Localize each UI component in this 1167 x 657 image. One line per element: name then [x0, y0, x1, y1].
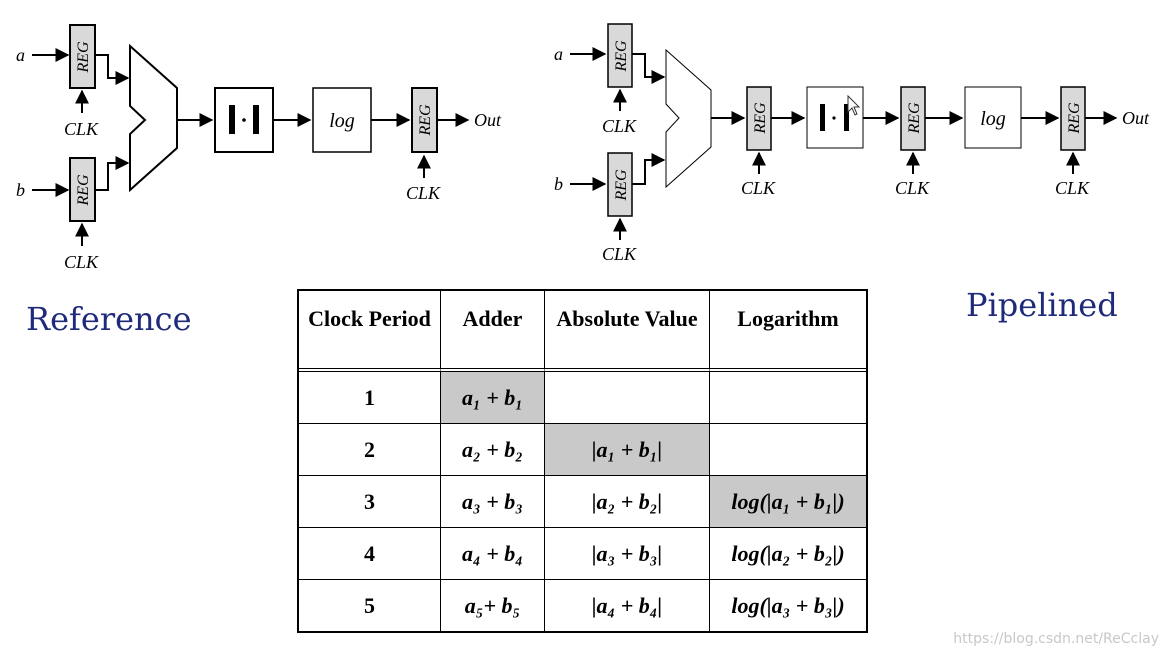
- pipe-abs-block: [806, 86, 864, 149]
- watermark: https://blog.csdn.net/ReCclay: [953, 631, 1159, 647]
- ref-output-label: Out: [474, 110, 502, 130]
- cell-log: log(|a₃ + b₃|): [731, 592, 845, 618]
- cell-adder: a₅+ b₅: [441, 580, 545, 631]
- pipelined-diagram: a REG CLK b REG CLK REG CLK: [554, 23, 1150, 264]
- header-logarithm: Logarithm: [710, 291, 866, 372]
- header-absolute-value: Absolute Value: [545, 291, 710, 372]
- ref-reg-b-label: REG: [75, 174, 92, 207]
- table-row: 2 a₂ + b₂ |a₁ + b₁|: [299, 424, 866, 476]
- cell-log: [710, 372, 866, 424]
- pipe-input-b-label: b: [554, 174, 563, 194]
- table-row: 5 a₅+ b₅ |a₄ + b₄| log(|a₃ + b₃|): [299, 580, 866, 631]
- table-row: 3 a₃ + b₃ |a₂ + b₂| log(|a₁ + b₁|): [299, 476, 866, 528]
- pipeline-diagrams: a REG CLK b REG CLK: [16, 23, 1150, 272]
- reference-title: Reference: [26, 300, 192, 338]
- ref-clk-b: CLK: [64, 252, 99, 272]
- ref-reg-b: REG: [69, 157, 96, 222]
- cell-period: 5: [299, 580, 441, 631]
- cell-abs: |a₁ + b₁|: [545, 424, 710, 476]
- ref-log-label: log: [329, 110, 355, 132]
- ref-input-b-label: b: [16, 180, 25, 200]
- cell-adder: a₂ + b₂: [441, 424, 545, 476]
- cell-abs: [545, 372, 710, 424]
- pipe-output-label: Out: [1122, 108, 1150, 128]
- cell-period: 2: [299, 424, 441, 476]
- ref-abs-block: [214, 87, 274, 153]
- pipelined-title: Pipelined: [966, 286, 1118, 324]
- table-row: 1 a₁ + b₁: [299, 372, 866, 424]
- pipe-reg-b-label: REG: [613, 169, 630, 202]
- cell-adder: a₁ + b₁: [441, 372, 545, 424]
- pipe-log-block: log: [964, 86, 1022, 149]
- ref-clk-a: CLK: [64, 119, 99, 139]
- ref-adder: [129, 43, 178, 193]
- cell-log: [710, 424, 866, 476]
- pipe-clk-1: CLK: [741, 178, 776, 198]
- cell-abs: |a₄ + b₄|: [545, 580, 710, 631]
- header-adder: Adder: [441, 291, 545, 372]
- pipe-log-label: log: [980, 108, 1006, 130]
- pipe-reg-a: REG: [607, 23, 633, 88]
- cell-adder: a₃ + b₃: [441, 476, 545, 528]
- pipe-clk-a: CLK: [602, 116, 637, 136]
- pipe-reg-1-label: REG: [752, 102, 769, 135]
- pipe-clk-b: CLK: [602, 244, 637, 264]
- pipe-input-a-label: a: [554, 44, 563, 64]
- cell-abs: |a₃ + b₃|: [545, 528, 710, 580]
- cell-period: 4: [299, 528, 441, 580]
- pipe-reg-1: REG: [746, 86, 772, 151]
- mouse-cursor-icon: [847, 94, 861, 116]
- ref-reg-out-label: REG: [417, 104, 434, 137]
- pipe-reg-2-label: REG: [906, 102, 923, 135]
- cell-abs: |a₂ + b₂|: [545, 476, 710, 528]
- cell-period: 1: [299, 372, 441, 424]
- pipe-reg-3: REG: [1060, 86, 1086, 151]
- cell-adder: a₄ + b₄: [441, 528, 545, 580]
- table-row: 4 a₄ + b₄ |a₃ + b₃| log(|a₂ + b₂|): [299, 528, 866, 580]
- ref-input-a-label: a: [16, 45, 25, 65]
- cell-period: 3: [299, 476, 441, 528]
- reference-diagram: a REG CLK b REG CLK: [16, 24, 502, 272]
- header-clock-period: Clock Period: [299, 291, 441, 372]
- ref-log-block: log: [312, 87, 372, 153]
- pipe-clk-3: CLK: [1055, 178, 1090, 198]
- ref-reg-a-label: REG: [75, 41, 92, 74]
- cell-log: log(|a₂ + b₂|): [710, 528, 866, 580]
- pipe-reg-3-label: REG: [1066, 102, 1083, 135]
- pipe-adder: [665, 48, 712, 189]
- pipe-reg-2: REG: [900, 86, 926, 151]
- pipe-reg-b: REG: [607, 152, 633, 217]
- table-header-row: Clock Period Adder Absolute Value Logari…: [299, 291, 866, 372]
- pipe-reg-a-label: REG: [613, 40, 630, 73]
- ref-clk-out: CLK: [406, 183, 441, 203]
- ref-reg-a: REG: [69, 24, 96, 89]
- cell-log: log(|a₁ + b₁|): [710, 476, 866, 528]
- ref-reg-out: REG: [411, 87, 438, 153]
- pipeline-schedule-table: Clock Period Adder Absolute Value Logari…: [297, 289, 868, 633]
- pipe-clk-2: CLK: [895, 178, 930, 198]
